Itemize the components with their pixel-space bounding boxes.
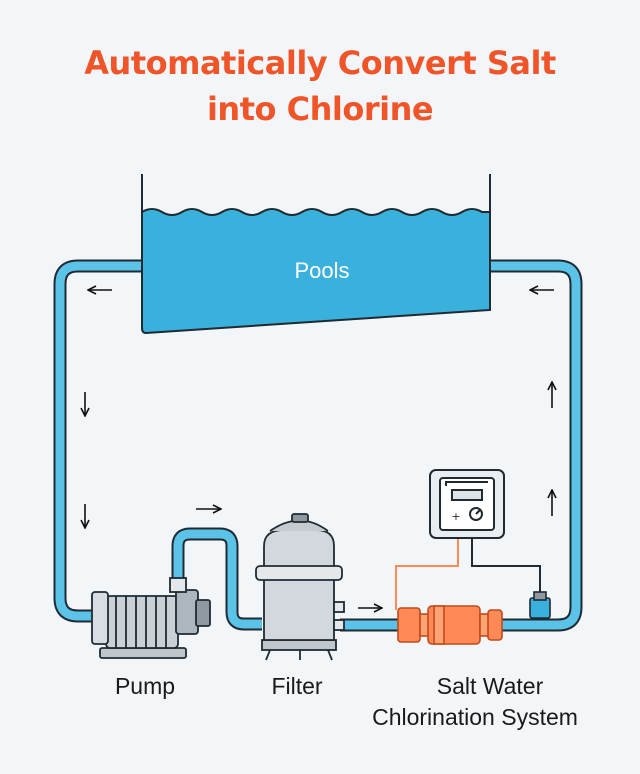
chlorinator-label-line-1: Salt Water (436, 673, 544, 699)
chlorinator-cell-icon (397, 605, 503, 645)
control-wiring (395, 538, 541, 610)
pool-label: Pools (294, 258, 349, 283)
pool-tank: Pools (141, 174, 491, 335)
svg-text:+: + (451, 510, 460, 523)
pump-label: Pump (114, 673, 176, 699)
control-box-icon: + (429, 469, 505, 539)
chlorinator-label-line-2: Chlorination System (372, 704, 578, 730)
flow-arrows (85, 290, 554, 608)
pipe-loop (53, 259, 583, 632)
title-line-1: Automatically Convert Salt (84, 44, 556, 82)
flow-sensor-icon (529, 591, 551, 619)
pool-water (141, 208, 491, 335)
page-title: Automatically Convert Salt into Chlorine (0, 40, 640, 132)
control-wire-orange (395, 538, 459, 610)
pump-icon (91, 577, 211, 659)
pipe-supply-right (490, 259, 583, 632)
title-line-2: into Chlorine (206, 90, 434, 128)
filter-label: Filter (271, 673, 323, 699)
pipe-return-left (53, 259, 148, 623)
control-wire-dark (471, 538, 541, 600)
filter-tank-icon (255, 513, 345, 661)
